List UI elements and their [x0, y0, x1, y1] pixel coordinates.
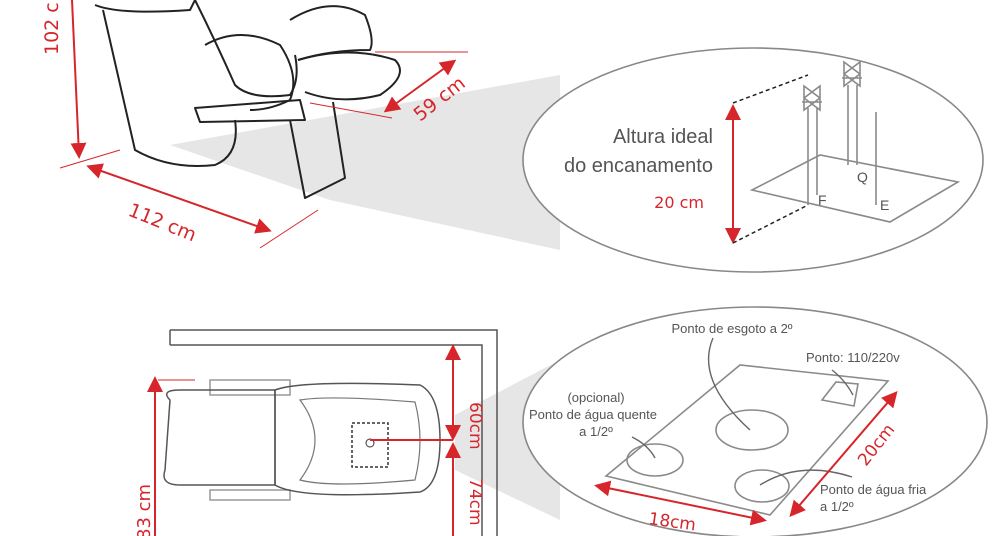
depth-dimension-arrow: [383, 59, 457, 113]
pipe-e-label: E: [880, 197, 889, 213]
drain-label: Ponto de esgoto a 2º: [671, 321, 792, 336]
width-label: 112 cm: [125, 199, 199, 246]
box-width-arrow: [594, 480, 767, 526]
cold-pipe: [807, 108, 818, 205]
width-dimension-arrow: [86, 163, 272, 234]
power-label: Ponto: 110/220v: [806, 350, 900, 365]
magnify-shadow-top: [170, 75, 560, 250]
hot-water-size: a 1/2º: [579, 424, 613, 439]
height-dimension-arrow: [70, 0, 87, 159]
pipe-f-label: F: [818, 192, 827, 208]
cold-water-label: Ponto de água fria: [820, 482, 927, 497]
plumbing-height-detail: [522, 47, 984, 273]
wall-gap-label: 60cm: [465, 402, 485, 450]
pipe-q-label: Q: [857, 169, 868, 185]
height-label: 102 c: [41, 2, 63, 55]
hot-water-point: [626, 443, 684, 477]
hot-pipe: [847, 85, 858, 165]
hot-optional-label: (opcional): [567, 390, 624, 405]
detail-title-line1: Altura ideal: [613, 126, 713, 148]
cold-water-size: a 1/2º: [820, 499, 854, 514]
floor-plane: [749, 154, 961, 223]
detail-title-line2: do encanamento: [564, 155, 713, 177]
box-depth-arrow: [789, 390, 898, 518]
valve-icon: [842, 60, 862, 88]
hot-water-label: Ponto de água quente: [529, 407, 657, 422]
length-label: 83 cm: [134, 484, 155, 536]
lower-gap-label: 74cm: [465, 478, 485, 526]
wall: [169, 329, 498, 536]
valve-icon: [802, 84, 822, 112]
detail-height-label: 20 cm: [654, 193, 704, 212]
drain-point: [715, 409, 789, 451]
callout-arrows: [631, 337, 854, 486]
